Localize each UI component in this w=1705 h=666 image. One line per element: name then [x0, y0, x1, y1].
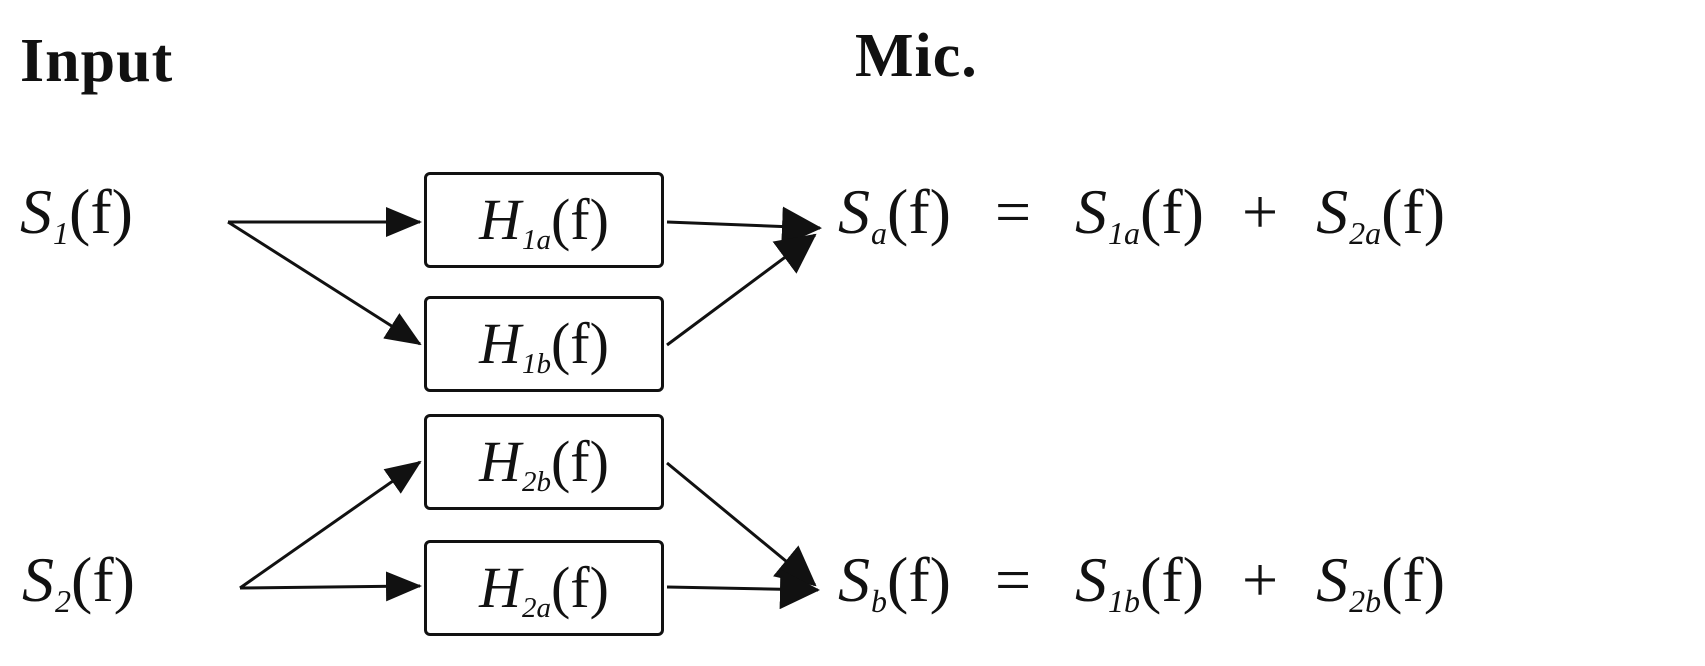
- filter-h1a: H1a(f): [424, 172, 664, 268]
- output-equation-sa: Sa(f) = S1a(f) + S2a(f): [838, 180, 1445, 250]
- arrow-s2-to-h2b: [239, 460, 422, 590]
- filter-h1b: H1b(f): [424, 296, 664, 392]
- mic-heading: Mic.: [855, 22, 978, 90]
- sa-plus: +: [1241, 176, 1279, 247]
- sb-lhs: Sb(f): [838, 544, 951, 620]
- arrow-h1a-to-sa: [666, 206, 822, 247]
- arrow-s2-to-h2a: [239, 571, 422, 602]
- filter-h2b: H2b(f): [424, 414, 664, 510]
- output-equation-sb: Sb(f) = S1b(f) + S2b(f): [838, 548, 1445, 618]
- sa-equals: =: [994, 176, 1032, 247]
- sb-term1: S1b(f): [1075, 544, 1204, 620]
- sa-term1: S1a(f): [1075, 176, 1204, 252]
- input-heading: Input: [20, 27, 174, 95]
- input-s2: S2(f): [22, 544, 135, 620]
- arrow-h2b-to-sb: [666, 461, 817, 587]
- sb-equals: =: [994, 544, 1032, 615]
- sa-lhs: Sa(f): [838, 176, 951, 252]
- sa-term2: S2a(f): [1316, 176, 1445, 252]
- sb-term2: S2b(f): [1316, 544, 1445, 620]
- arrow-h1b-to-sa: [666, 233, 817, 347]
- input-s1: S1(f): [20, 176, 133, 252]
- filter-h2a: H2a(f): [424, 540, 664, 636]
- arrow-h2a-to-sb: [666, 569, 820, 610]
- sb-plus: +: [1241, 544, 1279, 615]
- arrow-s1-to-h1b: [227, 220, 422, 346]
